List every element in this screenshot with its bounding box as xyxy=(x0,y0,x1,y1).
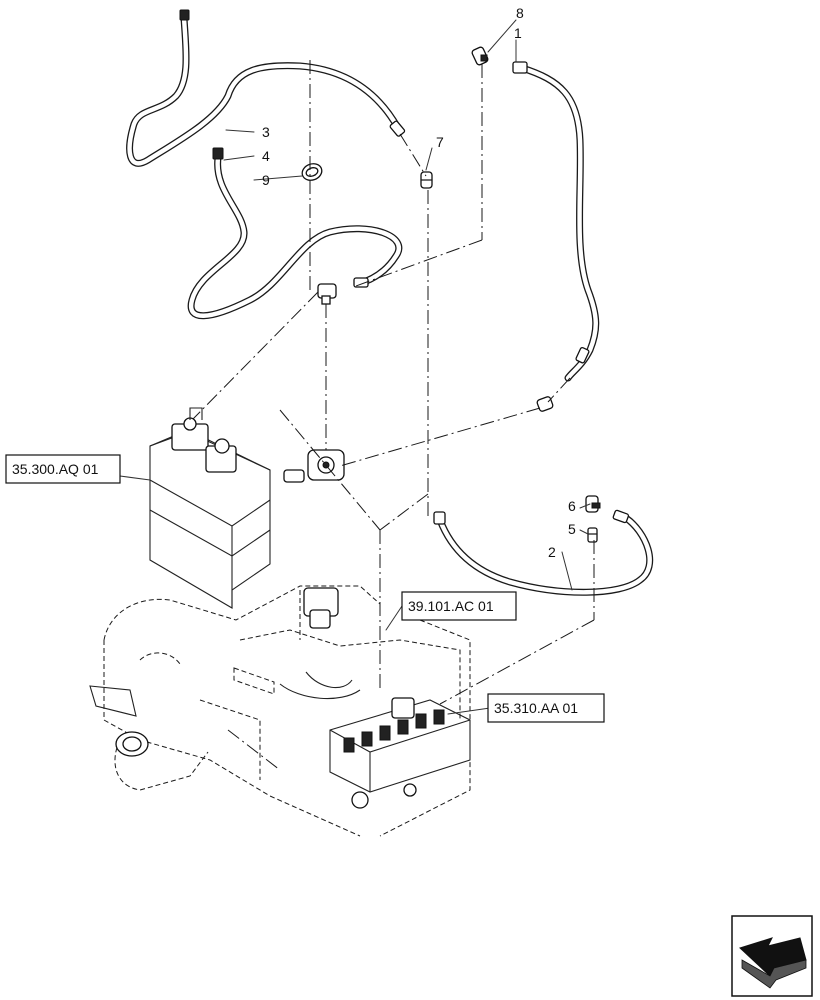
fitting-8 xyxy=(471,46,489,66)
fitting-5 xyxy=(587,527,598,543)
hose-1 xyxy=(512,61,600,382)
callout-5: 5 xyxy=(568,521,576,537)
motor-unit xyxy=(283,449,345,483)
machine-assembly xyxy=(89,407,471,837)
fitting-7 xyxy=(420,171,433,189)
callout-9: 9 xyxy=(262,172,270,188)
hose-2 xyxy=(433,509,654,596)
callout-3: 3 xyxy=(262,124,270,140)
callout-6: 6 xyxy=(568,498,576,514)
control-valve-bank xyxy=(329,697,471,809)
page-navigation-arrow-icon[interactable] xyxy=(731,915,813,997)
reference-35-300-aq-01[interactable]: 35.300.AQ 01 xyxy=(5,454,121,484)
svg-text:35.310.AA 01: 35.310.AA 01 xyxy=(494,700,578,716)
fitting-elbow-upper xyxy=(317,283,337,305)
leader-lines xyxy=(119,19,591,715)
callout-7: 7 xyxy=(436,134,444,150)
assembly-lines xyxy=(191,60,595,771)
reference-39-101-ac-01[interactable]: 39.101.AC 01 xyxy=(401,591,517,621)
reference-35-310-aa-01[interactable]: 35.310.AA 01 xyxy=(487,693,605,723)
callout-1: 1 xyxy=(514,25,522,41)
hose-4 xyxy=(187,147,403,320)
fitting-6 xyxy=(585,495,601,513)
svg-text:39.101.AC 01: 39.101.AC 01 xyxy=(408,598,494,614)
callout-4: 4 xyxy=(262,148,270,164)
svg-text:35.300.AQ 01: 35.300.AQ 01 xyxy=(12,461,99,477)
callout-2: 2 xyxy=(548,544,556,560)
hose-3 xyxy=(126,9,406,167)
callout-8: 8 xyxy=(516,5,524,21)
o-ring-9 xyxy=(301,163,323,181)
